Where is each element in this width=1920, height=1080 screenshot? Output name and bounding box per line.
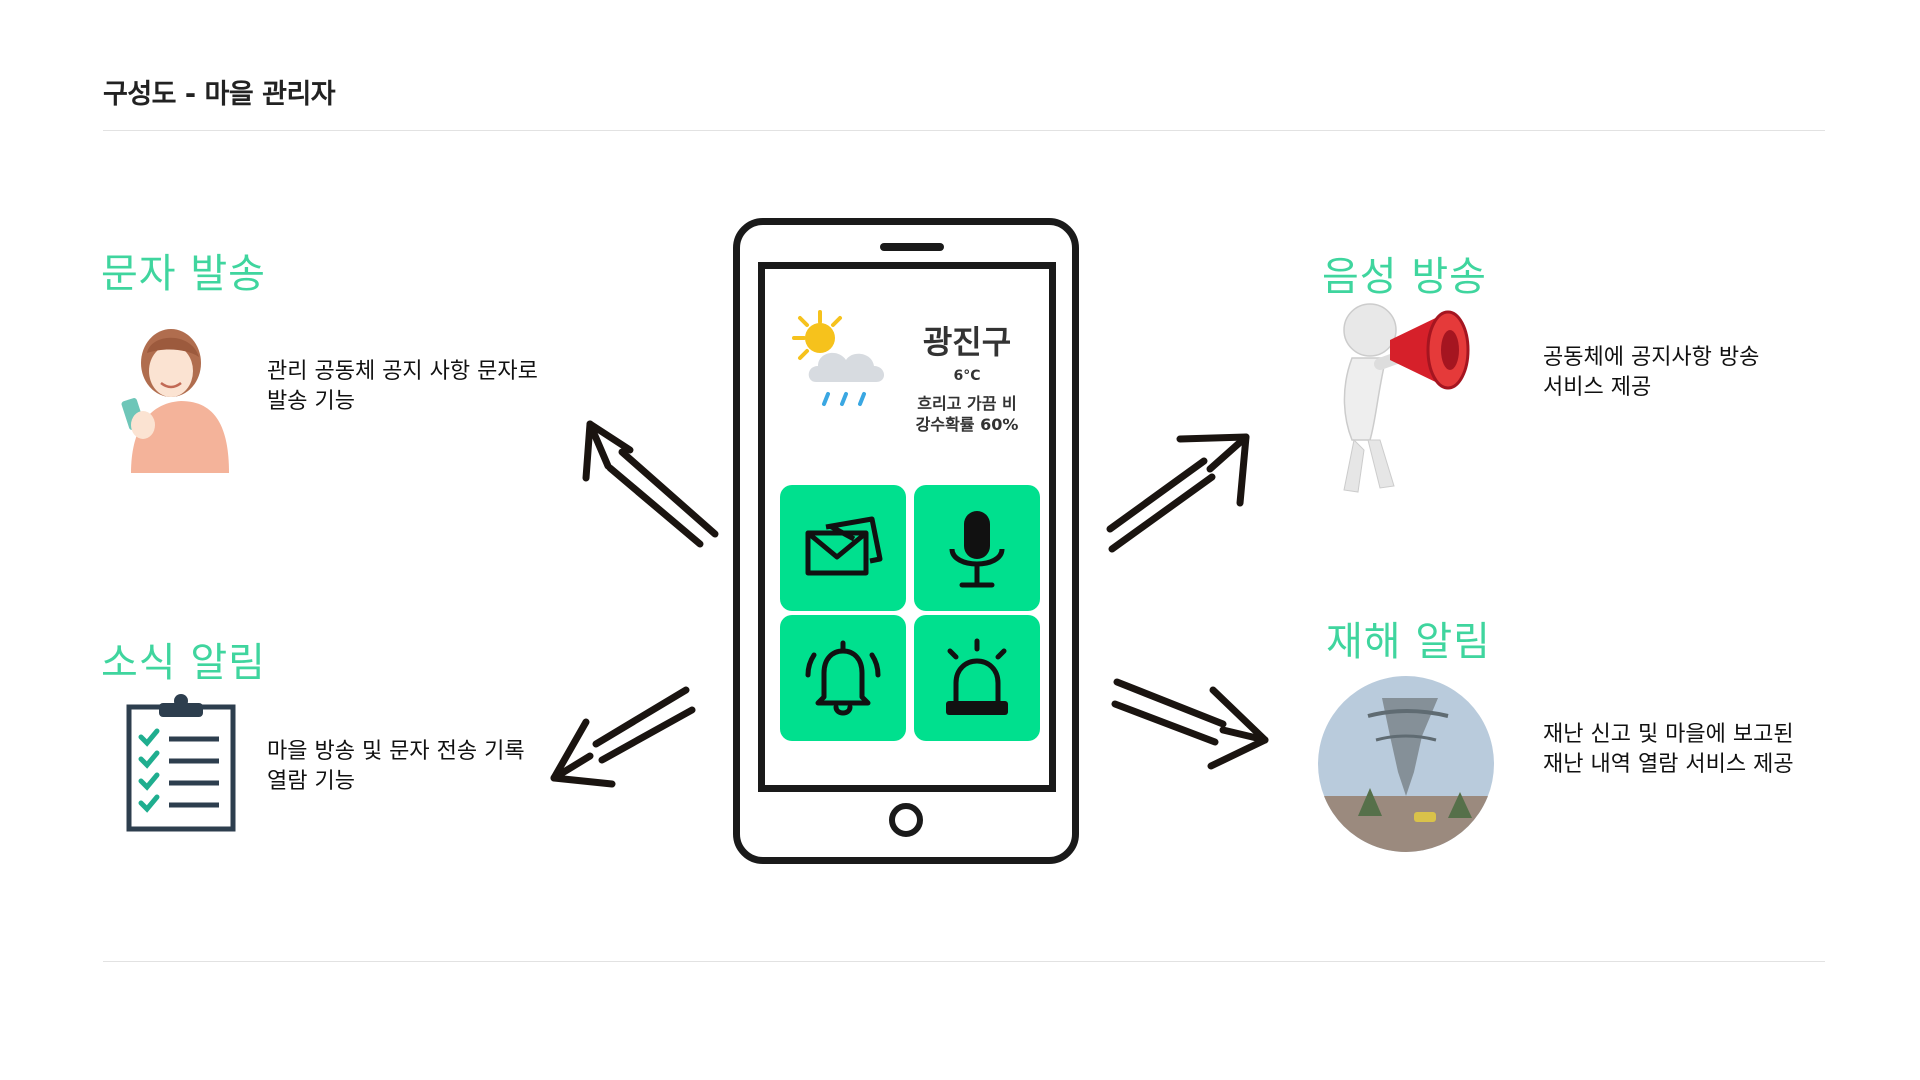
disaster-desc-line: 재난 신고 및 마을에 보고된 <box>1543 722 1794 747</box>
sms-tile-button[interactable] <box>780 485 906 611</box>
news-description: 마을 방송 및 문자 전송 기록 열람 기능 <box>267 737 525 797</box>
voice-section-title: 음성 방송 <box>1322 254 1487 300</box>
weather-condition: 흐리고 가끔 비 <box>917 394 1017 413</box>
disaster-section-title: 재해 알림 <box>1326 619 1491 665</box>
tornado-disaster-icon <box>1318 676 1494 852</box>
bell-icon <box>805 640 881 716</box>
news-desc-line: 마을 방송 및 문자 전송 기록 <box>267 739 525 764</box>
disaster-description: 재난 신고 및 마을에 보고된 재난 내역 열람 서비스 제공 <box>1543 720 1794 780</box>
arrow-to-sms-icon <box>582 420 719 548</box>
smartphone: 광진구 6°C 흐리고 가끔 비 강수확률 60% <box>733 218 1079 864</box>
voice-desc-line: 공동체에 공지사항 방송 <box>1543 345 1760 370</box>
phone-screen: 광진구 6°C 흐리고 가끔 비 강수확률 60% <box>758 262 1056 792</box>
megaphone-figure-icon <box>1343 303 1470 493</box>
sms-description: 관리 공동체 공지 사항 문자로 발송 기능 <box>267 357 538 417</box>
voice-description: 공동체에 공지사항 방송 서비스 제공 <box>1543 343 1759 403</box>
woman-with-phone-icon <box>121 329 229 473</box>
arrow-to-voice-icon <box>1106 433 1250 553</box>
disaster-tile-button[interactable] <box>914 615 1040 741</box>
weather-precipitation: 강수확률 60% <box>915 415 1019 434</box>
voice-tile-button[interactable] <box>914 485 1040 611</box>
top-divider <box>103 130 1825 131</box>
weather-location: 광진구 <box>922 323 1012 361</box>
sms-desc-line: 발송 기능 <box>267 389 355 414</box>
home-button[interactable] <box>889 803 923 837</box>
disaster-desc-line: 재난 내역 열람 서비스 제공 <box>1543 752 1794 777</box>
page-title: 구성도 - 마을 관리자 <box>103 79 336 110</box>
mail-icon <box>805 516 883 576</box>
bottom-divider <box>103 961 1825 962</box>
news-section-title: 소식 알림 <box>101 640 266 686</box>
rain-cloud-sun-icon <box>792 310 885 406</box>
arrow-to-disaster-icon <box>1111 678 1269 770</box>
news-tile-button[interactable] <box>780 615 906 741</box>
sms-section-title: 문자 발송 <box>101 251 266 297</box>
checklist-clipboard-icon <box>126 694 236 832</box>
weather-temperature: 6°C <box>953 368 981 384</box>
news-desc-line: 열람 기능 <box>267 769 355 794</box>
microphone-icon <box>949 511 1005 588</box>
phone-speaker <box>880 243 944 251</box>
arrow-to-news-icon <box>550 686 696 788</box>
voice-desc-line: 서비스 제공 <box>1543 375 1652 400</box>
sms-desc-line: 관리 공동체 공지 사항 문자로 <box>267 359 538 384</box>
siren-icon <box>946 638 1008 715</box>
